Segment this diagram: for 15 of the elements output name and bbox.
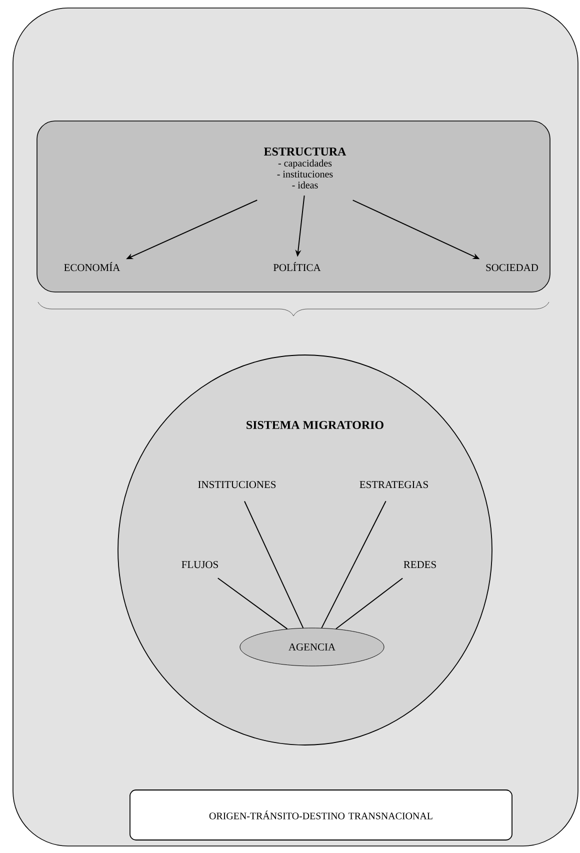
category-label: ECONOMÍA [64, 262, 120, 272]
category-label: FLUJOS [182, 561, 218, 568]
connector-line [244, 500, 304, 628]
heading-text: SISTEMA MIGRATORIO [246, 420, 384, 430]
connector-line [335, 578, 404, 630]
structure-box [36, 120, 550, 292]
category-label: REDES [404, 561, 436, 568]
connector-line [321, 500, 386, 628]
scope-box: ORIGEN-TRÁNSITO-DESTINO TRANSNACIONAL [130, 790, 512, 840]
heading-text: ESTRUCTURA - capacidades - instituciones - ideas [264, 148, 346, 188]
category-label: ESTRATEGIAS [360, 481, 428, 488]
category-label: SOCIEDAD [486, 264, 538, 272]
connector-line [217, 578, 288, 630]
category-label: POLÍTICA [273, 262, 321, 272]
category-label: INSTITUCIONES [198, 481, 276, 488]
